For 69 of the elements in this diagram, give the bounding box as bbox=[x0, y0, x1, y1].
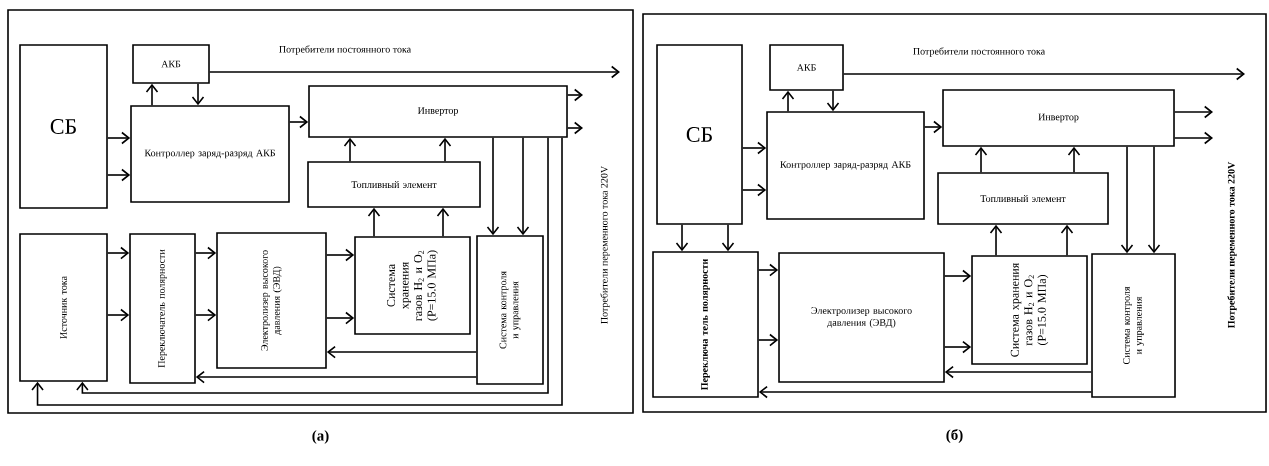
arrow bbox=[1060, 224, 1074, 256]
arrow bbox=[944, 340, 972, 354]
arrow bbox=[436, 207, 450, 237]
arrow bbox=[1147, 146, 1161, 254]
block-box: Источник тока bbox=[19, 233, 108, 382]
arrow bbox=[107, 131, 131, 145]
arrow bbox=[567, 88, 583, 102]
block-box: СБ bbox=[19, 44, 108, 209]
arrow bbox=[944, 269, 972, 283]
arrow bbox=[567, 121, 583, 135]
arrow bbox=[826, 90, 840, 112]
block-box: Контроллер заряд-разряд АКБ bbox=[766, 111, 925, 220]
block-box: Переключа тель полярности bbox=[652, 251, 759, 398]
arrow bbox=[974, 146, 988, 173]
block-box: Топливный элемент bbox=[307, 161, 481, 208]
arrow bbox=[486, 137, 500, 236]
annotation-text: Потребители постоянного тока bbox=[279, 45, 411, 55]
block-box: СБ bbox=[656, 44, 743, 225]
arrow bbox=[843, 67, 1245, 81]
block-box: Электролизер высокого давления (ЭВД) bbox=[216, 232, 327, 369]
arrow bbox=[289, 115, 309, 129]
arrow bbox=[944, 365, 1092, 379]
arrow bbox=[326, 345, 477, 359]
arrow bbox=[31, 137, 563, 406]
arrow bbox=[721, 224, 735, 252]
block-box: Контроллер заряд-разряд АКБ bbox=[130, 105, 290, 203]
arrow bbox=[145, 83, 159, 106]
arrow bbox=[1067, 146, 1081, 173]
annotation-text: Потребители постоянного тока bbox=[913, 47, 1045, 57]
block-box: Электролизер высокого давления (ЭВД) bbox=[778, 252, 945, 383]
arrow bbox=[742, 141, 767, 155]
arrow bbox=[438, 137, 452, 162]
arrow bbox=[1120, 146, 1134, 254]
arrow bbox=[326, 248, 355, 262]
block-box: АКБ bbox=[132, 44, 210, 84]
arrow bbox=[195, 246, 217, 260]
arrow bbox=[107, 246, 130, 260]
arrow bbox=[758, 263, 779, 277]
arrow bbox=[758, 333, 779, 347]
arrow bbox=[989, 224, 1003, 256]
arrow bbox=[1174, 131, 1213, 145]
arrow bbox=[924, 120, 943, 134]
annotation-text: Потребители переменного тока 220V bbox=[600, 166, 610, 324]
arrow bbox=[191, 83, 205, 106]
arrow bbox=[343, 137, 357, 162]
block-box: Система контроля и управления bbox=[1091, 253, 1176, 398]
arrow bbox=[326, 311, 355, 325]
arrow bbox=[195, 370, 477, 384]
block-box: Топливный элемент bbox=[937, 172, 1109, 225]
block-box: Система контроля и управления bbox=[476, 235, 544, 385]
arrow bbox=[1174, 105, 1213, 119]
block-box: Переключатель полярности bbox=[129, 233, 196, 384]
arrow bbox=[195, 308, 217, 322]
block-box: Инвертор bbox=[942, 89, 1175, 147]
node-label: (б) bbox=[946, 429, 963, 443]
arrow bbox=[107, 308, 130, 322]
arrow bbox=[367, 207, 381, 237]
arrow bbox=[209, 65, 620, 79]
arrow bbox=[758, 385, 1092, 399]
arrow bbox=[76, 137, 549, 394]
arrow bbox=[675, 224, 689, 252]
block-box: АКБ bbox=[769, 44, 844, 91]
annotation-text: Потребители переменного тока 220V bbox=[1227, 161, 1237, 329]
arrow bbox=[516, 137, 530, 236]
arrow bbox=[107, 168, 131, 182]
arrow bbox=[781, 90, 795, 112]
arrow bbox=[742, 183, 767, 197]
node-label: (a) bbox=[312, 430, 329, 444]
block-box: Инвертор bbox=[308, 85, 568, 138]
